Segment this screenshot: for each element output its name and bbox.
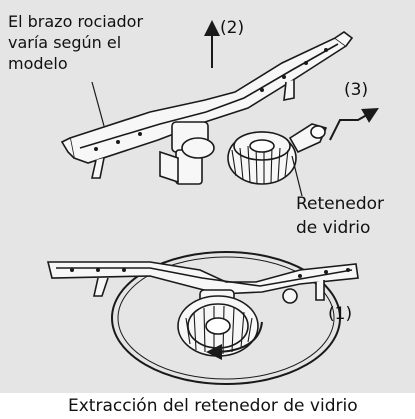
rotate-arrow (206, 321, 263, 360)
note-leader (91, 81, 105, 127)
step-1-label: (1) (328, 304, 353, 324)
upper-spray-arm (60, 31, 354, 185)
illustration (46, 20, 379, 385)
glass-retainer-label: Retenedor de vidrio (296, 194, 385, 238)
glass-retainer-removed (227, 123, 328, 185)
step-2-label: (2) (220, 18, 245, 38)
slide-arrow (329, 108, 379, 141)
retainer-leader (291, 155, 303, 197)
assembled-spray-arm (46, 261, 359, 357)
step-3-label: (3) (344, 80, 369, 100)
spray-ring (111, 251, 341, 385)
model-note: El brazo rociador varía según el modelo (8, 12, 144, 73)
figure-caption: Extracción del retenedor de vidrio (68, 396, 358, 416)
